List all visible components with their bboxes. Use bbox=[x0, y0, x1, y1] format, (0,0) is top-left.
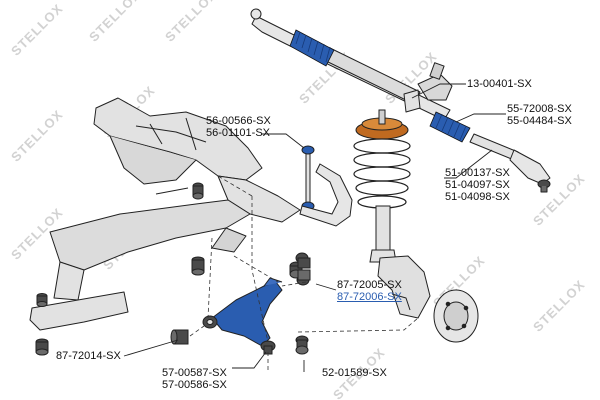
stabilizer-link bbox=[301, 145, 315, 211]
part-callout-bushing-2[interactable]: 87-72006-SX bbox=[337, 291, 402, 303]
part-callout-tie-rod-3[interactable]: 51-04098-SX bbox=[445, 191, 510, 203]
part-callout-boot-1[interactable]: 55-72008-SX bbox=[507, 103, 572, 115]
part-callout-link-1[interactable]: 56-00566-SX bbox=[206, 115, 271, 127]
subframe-mount-bushing bbox=[191, 256, 205, 276]
subframe-mount-bushing bbox=[192, 182, 204, 200]
part-callout-tie-rod-2[interactable]: 51-04097-SX bbox=[445, 179, 510, 191]
part-callout-tie-rod-1[interactable]: 51-00137-SX bbox=[445, 167, 510, 179]
steering-knuckle bbox=[377, 255, 431, 319]
subframe-mount-bushing bbox=[35, 338, 49, 356]
control-arm-bushing-part bbox=[295, 252, 311, 286]
steering-boot-right bbox=[429, 111, 471, 143]
strut-top-mount bbox=[355, 109, 409, 140]
part-callout-arm-1[interactable]: 57-00587-SX bbox=[162, 367, 227, 379]
lower-control-arm bbox=[211, 277, 283, 347]
tie-rod-end bbox=[469, 133, 551, 193]
part-callout-subframe-bushing[interactable]: 87-72014-SX bbox=[56, 350, 121, 362]
ball-joint-part bbox=[295, 335, 309, 355]
part-callout-steering-rack[interactable]: 13-00401-SX bbox=[467, 78, 532, 90]
stabilizer-bar bbox=[299, 163, 353, 227]
part-callout-bushing-1[interactable]: 87-72005-SX bbox=[337, 279, 402, 291]
leader-lines bbox=[123, 83, 506, 372]
assembly-lines bbox=[189, 175, 419, 370]
subframe-bushing-part bbox=[170, 329, 189, 345]
strut-body bbox=[369, 205, 397, 263]
wheel-hub bbox=[433, 289, 479, 343]
part-callout-link-2[interactable]: 56-01101-SX bbox=[206, 127, 271, 139]
part-callout-arm-2[interactable]: 57-00586-SX bbox=[162, 379, 227, 391]
arm-front-bushing bbox=[202, 315, 218, 329]
subframe-mount-bushing bbox=[36, 293, 48, 307]
subframe bbox=[29, 97, 301, 331]
steering-rack bbox=[250, 8, 453, 121]
steering-boot-left bbox=[289, 29, 335, 67]
part-callout-boot-2[interactable]: 55-04484-SX bbox=[507, 115, 572, 127]
coil-spring bbox=[353, 138, 411, 209]
part-callout-ball-joint[interactable]: 52-01589-SX bbox=[322, 367, 387, 379]
